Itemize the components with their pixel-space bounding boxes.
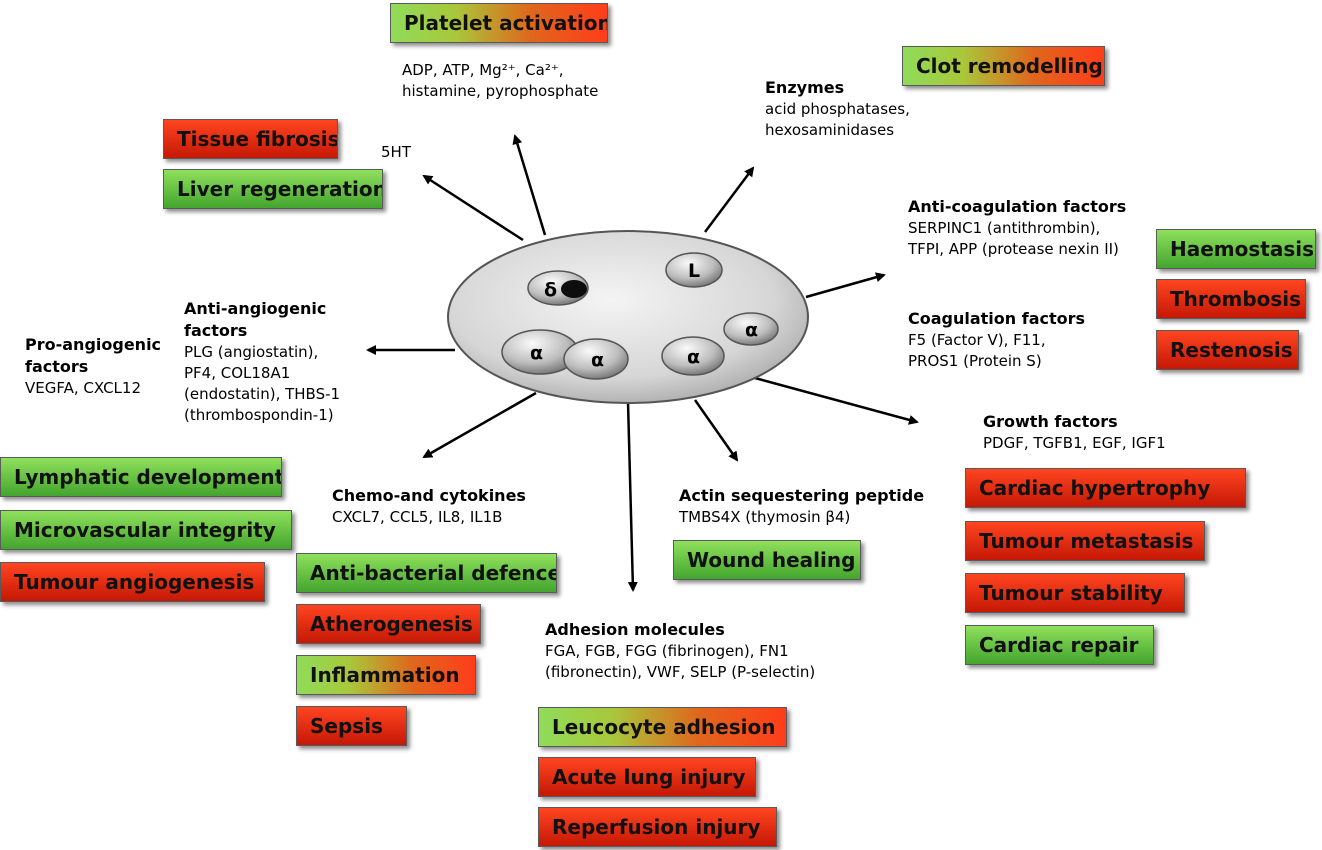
heading-chemokines: Chemo-and cytokines	[332, 486, 526, 505]
arrow-growth	[754, 376, 919, 425]
text-line: TFPI, APP (protease nexin II)	[908, 240, 1119, 258]
box-wound-healing: Wound healing	[673, 540, 861, 580]
organelle-alpha-granule: α	[501, 329, 579, 375]
organelle-label: α	[687, 346, 700, 368]
heading-enzymes: Enzymes	[765, 78, 845, 97]
box-anti-bacterial-defence: Anti-bacterial defence	[296, 553, 557, 593]
box-leucocyte-adhesion: Leucocyte adhesion	[538, 707, 787, 747]
arrow-chemokines	[422, 391, 537, 459]
text-line: TMBS4X (thymosin β4)	[679, 508, 851, 526]
organelle-label: α	[530, 342, 543, 364]
box-acute-lung-injury: Acute lung injury	[538, 757, 756, 797]
group-chemokines: Chemo-and cytokines CXCL7, CCL5, IL8, IL…	[332, 485, 526, 528]
organelle-alpha-granule: α	[563, 338, 629, 380]
box-cardiac-hypertrophy: Cardiac hypertrophy	[965, 468, 1246, 508]
text-line: (endostatin), THBS-1	[184, 385, 341, 403]
text-line: SERPINC1 (antithrombin),	[908, 219, 1101, 237]
text-line: F5 (Factor V), F11,	[908, 331, 1046, 349]
text-line: histamine, pyrophosphate	[402, 82, 599, 100]
text-line: (thrombospondin-1)	[184, 406, 334, 424]
text-line: acid phosphatases,	[765, 100, 910, 118]
organelle-lysosome: L	[665, 252, 723, 288]
organelle-label: L	[688, 260, 700, 282]
heading-actin: Actin sequestering peptide	[679, 486, 925, 505]
heading-anti-angiogenic-line2: factors	[184, 321, 248, 340]
platelet-activation-mediators: ADP, ATP, Mg²⁺, Ca²⁺, histamine, pyropho…	[402, 60, 598, 102]
text-line: PROS1 (Protein S)	[908, 352, 1042, 370]
arrow-platelet-activation	[512, 134, 547, 236]
organelle-alpha-granule: α	[661, 336, 725, 376]
box-tumour-angiogenesis: Tumour angiogenesis	[0, 562, 265, 602]
box-lymphatic-development: Lymphatic development	[0, 457, 282, 497]
heading-growth: Growth factors	[983, 412, 1118, 431]
group-adhesion: Adhesion molecules FGA, FGB, FGG (fibrin…	[545, 619, 815, 683]
text-line: PLG (angiostatin),	[184, 343, 319, 361]
text-line: ADP, ATP, Mg²⁺, Ca²⁺,	[402, 61, 564, 79]
box-inflammation: Inflammation	[296, 655, 476, 695]
box-tumour-stability: Tumour stability	[965, 573, 1185, 613]
heading-anti-coagulation: Anti-coagulation factors	[908, 197, 1127, 216]
group-anti-angiogenic: Anti-angiogenic factors PLG (angiostatin…	[184, 298, 340, 426]
box-reperfusion-injury: Reperfusion injury	[538, 807, 777, 847]
arrow-serotonin	[422, 174, 524, 242]
organelle-label: α	[591, 349, 604, 371]
text-line: VEGFA, CXCL12	[25, 379, 141, 397]
heading-coagulation: Coagulation factors	[908, 309, 1086, 328]
organelle-dense-granule: δ	[527, 270, 589, 306]
group-enzymes: Enzymes acid phosphatases, hexosaminidas…	[765, 77, 910, 141]
box-restenosis: Restenosis	[1156, 330, 1299, 370]
heading-adhesion: Adhesion molecules	[545, 620, 725, 639]
arrow-anti-coagulation	[805, 272, 886, 299]
box-thrombosis: Thrombosis	[1156, 279, 1306, 319]
box-tumour-metastasis: Tumour metastasis	[965, 521, 1205, 561]
box-cardiac-repair: Cardiac repair	[965, 625, 1154, 665]
group-actin: Actin sequestering peptide TMBS4X (thymo…	[679, 485, 924, 528]
arrow-adhesion	[626, 401, 638, 592]
text-line: (fibronectin), VWF, SELP (P-selectin)	[545, 663, 816, 681]
box-haemostasis: Haemostasis	[1156, 229, 1316, 269]
label-5ht: 5HT	[381, 143, 411, 161]
box-liver-regeneration: Liver regeneration	[163, 169, 383, 209]
text-line: hexosaminidases	[765, 121, 895, 139]
text-line: FGA, FGB, FGG (fibrinogen), FN1	[545, 642, 789, 660]
box-atherogenesis: Atherogenesis	[296, 604, 481, 644]
box-microvascular-integrity: Microvascular integrity	[0, 510, 292, 550]
group-coagulation: Coagulation factors F5 (Factor V), F11, …	[908, 308, 1085, 372]
heading-anti-angiogenic: Anti-angiogenic	[184, 299, 327, 318]
box-platelet-activation: Platelet activation	[390, 3, 608, 43]
text-line: CXCL7, CCL5, IL8, IL1B	[332, 508, 503, 526]
heading-pro-angiogenic: Pro-angiogenic	[25, 335, 162, 354]
connector-arrows	[366, 134, 919, 592]
box-tissue-fibrosis: Tissue fibrosis	[163, 119, 338, 159]
group-pro-angiogenic: Pro-angiogenic factors VEGFA, CXCL12	[25, 334, 161, 399]
box-clot-remodelling: Clot remodelling	[902, 46, 1105, 86]
heading-pro-angiogenic-line2: factors	[25, 357, 89, 376]
box-sepsis: Sepsis	[296, 706, 407, 746]
arrow-enzymes	[704, 166, 755, 233]
group-growth: Growth factors PDGF, TGFB1, EGF, IGF1	[983, 411, 1166, 454]
organelle-label: α	[745, 319, 758, 341]
organelle-label: δ	[544, 279, 557, 301]
organelle-alpha-granule: α	[723, 312, 779, 346]
arrow-actin	[693, 399, 739, 462]
group-anti-coagulation: Anti-coagulation factors SERPINC1 (antit…	[908, 196, 1126, 260]
text-line: PF4, COL18A1	[184, 364, 291, 382]
dense-core-icon	[561, 280, 587, 298]
text-line: PDGF, TGFB1, EGF, IGF1	[983, 434, 1166, 452]
